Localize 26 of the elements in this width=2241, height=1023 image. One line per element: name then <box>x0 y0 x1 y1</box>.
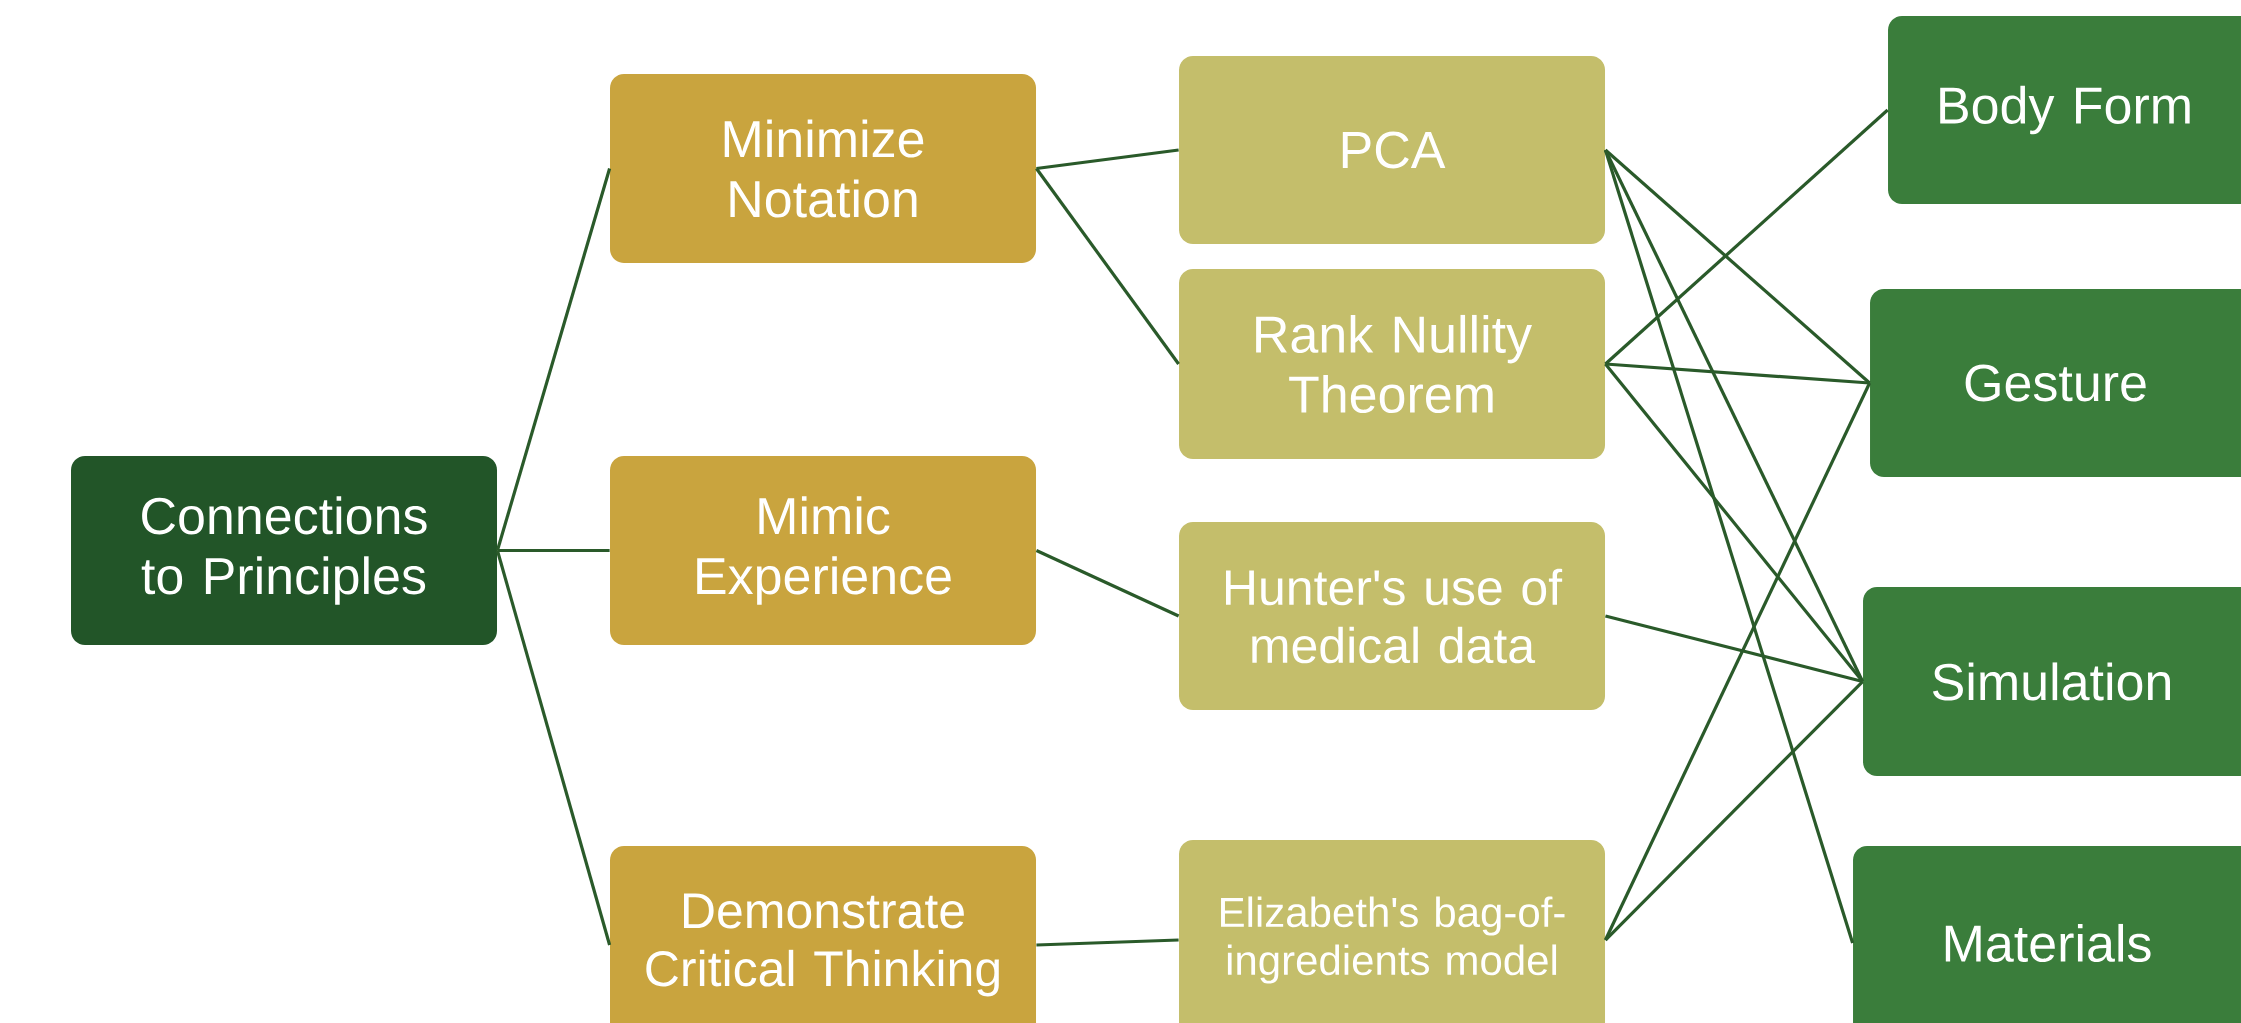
connector-line <box>1605 362 1870 385</box>
connector-line <box>1035 167 1180 365</box>
connector-line <box>1604 108 1889 366</box>
category-box: Simulation <box>1863 587 2241 776</box>
connector-line <box>1604 363 1864 683</box>
connector-line <box>1036 938 1179 947</box>
category-box: Materials <box>1853 846 2241 1023</box>
example-box: Rank Nullity Theorem <box>1179 269 1605 459</box>
connector-line <box>1603 149 1855 944</box>
connector-line <box>1603 382 1872 941</box>
connector-line <box>495 168 612 551</box>
category-box: Body Form <box>1888 16 2241 204</box>
category-box: Gesture <box>1870 289 2241 477</box>
connector-line <box>1035 549 1180 618</box>
connector-line <box>495 550 612 946</box>
connector-line <box>1605 614 1864 684</box>
connector-line <box>1036 148 1179 171</box>
principle-box: Demonstrate Critical Thinking <box>610 846 1036 1023</box>
connector-line <box>497 548 610 553</box>
connector-line <box>1604 680 1864 942</box>
example-box: Elizabeth's bag-of-ingredients model <box>1179 840 1605 1023</box>
example-box: Hunter's use of medical data <box>1179 522 1605 710</box>
example-box: PCA <box>1179 56 1605 244</box>
root-box: Connections to Principles <box>71 456 497 645</box>
principle-box: Minimize Notation <box>610 74 1036 263</box>
principle-box: Mimic Experience <box>610 456 1036 645</box>
